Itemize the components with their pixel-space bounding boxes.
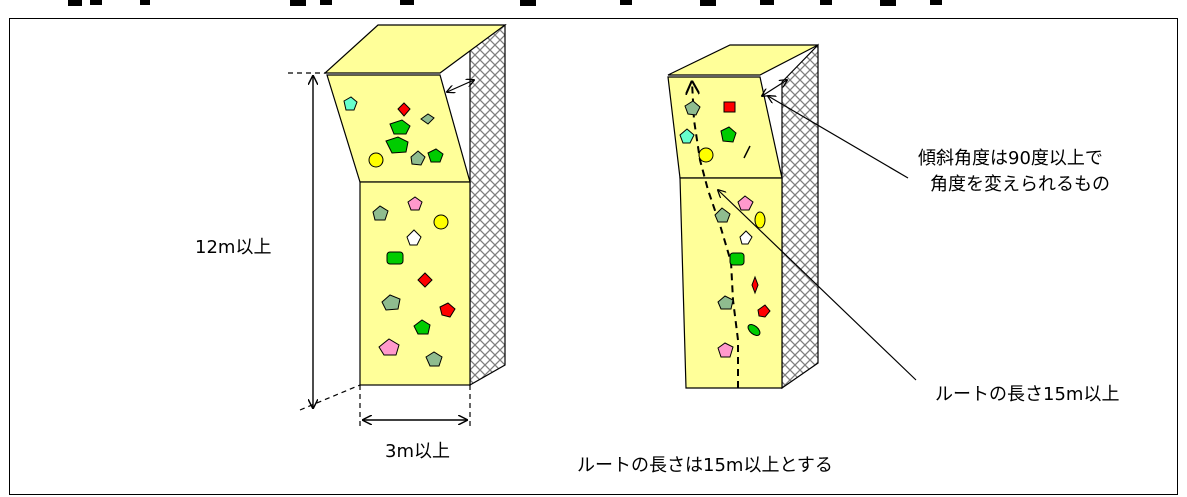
hold	[720, 126, 737, 143]
left-wall-holds	[343, 96, 456, 367]
hold	[386, 251, 404, 265]
hold	[717, 295, 734, 310]
hold	[754, 211, 766, 229]
hold	[410, 150, 426, 166]
diagram-frame	[9, 18, 1178, 495]
right-angle-arrow	[762, 80, 787, 96]
hold	[751, 275, 759, 295]
right-wall-top	[667, 44, 819, 76]
right-wall-hatched-side	[781, 43, 819, 390]
hold	[413, 319, 431, 335]
angle-note-line2: 角度を変えられるもの	[930, 174, 1110, 195]
left-climbing-wall	[288, 23, 507, 430]
hold	[439, 302, 456, 318]
height-label: 12m以上	[195, 237, 272, 258]
hold	[433, 214, 449, 230]
right-climbing-wall	[667, 43, 917, 390]
left-angle-arrow	[447, 80, 474, 92]
height-guide-bottom	[299, 384, 361, 411]
hold	[743, 145, 751, 159]
hold	[747, 324, 761, 336]
hold	[381, 294, 401, 311]
hold	[378, 338, 400, 356]
hold	[389, 119, 411, 135]
width-label: 3m以上	[385, 441, 450, 462]
right-wall-overhang-panel	[667, 76, 783, 179]
route-length-caption: ルートの長さは15m以上とする	[577, 455, 833, 476]
angle-callout-leader	[768, 96, 909, 179]
hold	[757, 304, 771, 318]
left-wall-lower-panel	[359, 181, 471, 386]
hold	[427, 148, 444, 163]
cropped-header-text	[0, 0, 1187, 18]
hold	[425, 351, 443, 367]
hold	[385, 136, 409, 154]
left-wall-top	[323, 24, 507, 74]
cropped-header-glyphs	[68, 0, 942, 6]
route-callout-leader	[718, 190, 917, 381]
hold	[737, 195, 754, 211]
angle-note-line1: 傾斜角度は90度以上で	[918, 148, 1103, 169]
hold	[368, 152, 384, 168]
hold	[684, 100, 701, 116]
hold	[723, 101, 736, 113]
hold	[397, 102, 411, 117]
right-wall-holds	[679, 100, 771, 358]
hold	[420, 113, 435, 125]
hold	[679, 128, 695, 144]
hold	[407, 196, 423, 211]
right-wall-lower-panel	[679, 177, 783, 389]
hold	[372, 205, 389, 221]
hold	[406, 229, 422, 246]
hold	[698, 147, 714, 163]
route-length-callout: ルートの長さ15m以上	[935, 384, 1120, 405]
hold	[417, 272, 433, 288]
hold	[729, 252, 745, 266]
hold	[343, 96, 358, 111]
left-wall-hatched-side	[469, 23, 506, 387]
hold	[717, 342, 734, 358]
hold	[739, 230, 753, 245]
route-line	[692, 82, 739, 388]
hold	[714, 207, 731, 223]
